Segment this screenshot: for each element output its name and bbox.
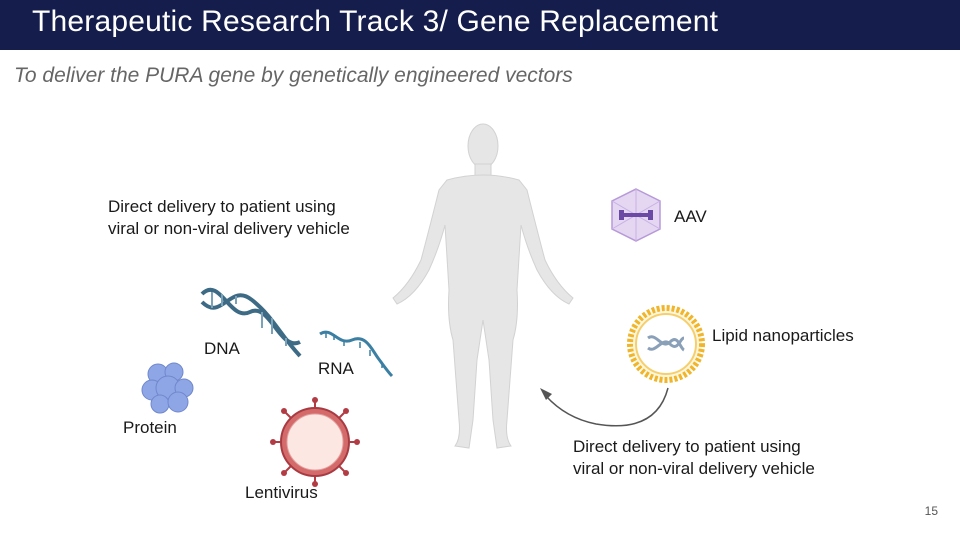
lipid-nanoparticle-icon xyxy=(627,305,705,383)
page-number: 15 xyxy=(924,504,938,518)
title-bar: Therapeutic Research Track 3/ Gene Repla… xyxy=(0,0,960,50)
rna-icon xyxy=(319,330,394,378)
left-caption-line1: Direct delivery to patient using xyxy=(108,197,336,216)
protein-label: Protein xyxy=(123,418,177,437)
left-caption: Direct delivery to patient using viral o… xyxy=(108,196,350,240)
human-body-icon xyxy=(392,123,574,449)
right-caption-line2: viral or non-viral delivery vehicle xyxy=(573,459,815,478)
right-caption: Direct delivery to patient using viral o… xyxy=(573,436,815,480)
lipid-nanoparticles-label: Lipid nanoparticles xyxy=(712,326,854,345)
dna-icon xyxy=(200,287,302,358)
protein-icon xyxy=(141,362,194,414)
dna-label: DNA xyxy=(204,339,240,358)
rna-label: RNA xyxy=(318,359,354,378)
slide-title: Therapeutic Research Track 3/ Gene Repla… xyxy=(32,5,719,38)
right-caption-line1: Direct delivery to patient using xyxy=(573,437,801,456)
slide-subtitle: To deliver the PURA gene by genetically … xyxy=(14,64,573,87)
delivery-arrow xyxy=(540,387,669,427)
lentivirus-label: Lentivirus xyxy=(245,483,318,502)
lentivirus-icon xyxy=(270,397,360,487)
aav-label: AAV xyxy=(674,207,707,226)
aav-icon xyxy=(611,188,661,242)
left-caption-line2: viral or non-viral delivery vehicle xyxy=(108,219,350,238)
